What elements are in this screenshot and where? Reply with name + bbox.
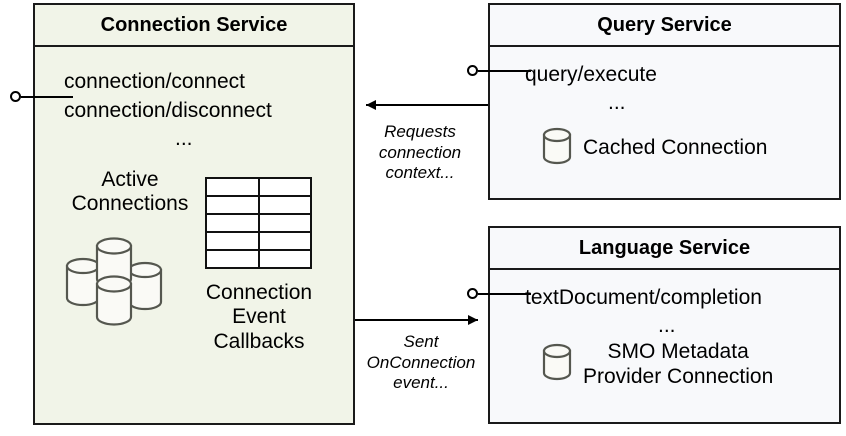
operation-connection-disconnect[interactable]: connection/disconnect [64,99,272,122]
table-row [205,195,312,215]
query-service-resource: Cached Connection [540,125,767,172]
interface-stem [21,95,73,98]
table-cell [257,177,312,197]
connection-service-interface-lollipop[interactable] [10,91,73,102]
table-cell [257,249,312,269]
component-connection-service[interactable]: Connection Service connection/connect co… [33,3,355,425]
table-cell [205,195,260,215]
language-service-operations-more: ... [658,314,676,337]
connection-event-callbacks-label: Connection Event Callbacks [205,281,313,353]
component-query-service[interactable]: Query Service query/execute ... Cached C… [488,3,841,200]
language-service-body: textDocument/completion ... SMO Metadata… [490,270,839,422]
query-service-operations-more: ... [608,91,626,114]
table-row [205,177,312,197]
database-stack-icon [57,232,177,327]
connection-service-body: connection/connect connection/disconnect… [35,47,353,423]
operation-query-execute[interactable]: query/execute [525,63,657,86]
table-cell [205,177,260,197]
interface-circle-icon [467,65,478,76]
table-row [205,231,312,251]
table-row [205,213,312,233]
query-service-body: query/execute ... Cached Connection [490,47,839,198]
query-service-interface-lollipop[interactable] [467,65,531,76]
connection-service-operations-more: ... [175,127,193,150]
language-service-title: Language Service [490,228,839,270]
table-cell [205,213,260,233]
table-cell [205,231,260,251]
table-cell [257,213,312,233]
database-icon [540,341,574,388]
smo-metadata-provider-connection-label: SMO Metadata Provider Connection [583,340,774,388]
language-service-resource: SMO Metadata Provider Connection [540,340,773,390]
connection-service-title: Connection Service [35,5,353,47]
edge-label-connection-to-language: Sent OnConnection event... [366,332,476,393]
database-icon [540,125,574,172]
language-service-interface-lollipop[interactable] [467,288,531,299]
cached-connection-label: Cached Connection [583,136,768,160]
interface-stem [478,292,531,295]
component-language-service[interactable]: Language Service textDocument/completion… [488,226,841,424]
interface-stem [478,69,531,72]
interface-circle-icon [10,91,21,102]
table-row [205,249,312,269]
active-connections-label: Active Connections [71,168,189,216]
operation-connection-connect[interactable]: connection/connect [64,70,245,93]
query-service-title: Query Service [490,5,839,47]
operation-textdocument-completion[interactable]: textDocument/completion [525,286,762,309]
interface-circle-icon [467,288,478,299]
table-grid-icon [205,177,312,269]
table-cell [205,249,260,269]
table-cell [257,195,312,215]
edge-label-query-to-connection: Requests connection context... [378,122,462,183]
table-cell [257,231,312,251]
